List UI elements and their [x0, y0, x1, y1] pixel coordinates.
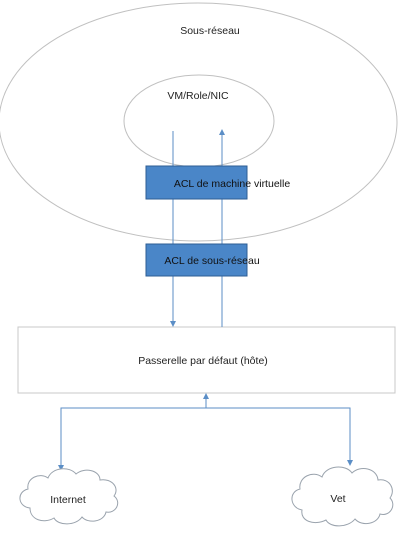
vm-acl-box: [145, 165, 248, 200]
vnet-label: Vet: [330, 493, 345, 505]
vm-ellipse: [123, 74, 275, 168]
cloud-connector: [60, 407, 351, 466]
internet-cloud: Internet: [19, 468, 119, 525]
vm-acl-label: ACL de machine virtuelle: [174, 178, 290, 190]
gateway-label: Passerelle par défaut (hôte): [138, 355, 268, 367]
vm-label: VM/Role/NIC: [167, 90, 229, 102]
subnet-ellipse: [0, 2, 398, 242]
vnet-cloud: Vet: [291, 466, 394, 527]
subnet-acl-label: ACL de sous-réseau: [164, 255, 259, 267]
subnet-label: Sous-réseau: [180, 25, 240, 37]
internet-label: Internet: [50, 494, 86, 506]
subnet-acl-box: [145, 243, 248, 277]
